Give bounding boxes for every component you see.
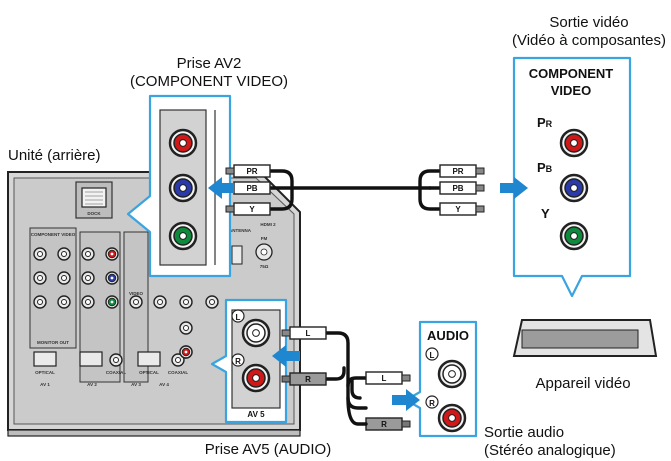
av5-r-marker: R [235,357,241,366]
hdmi-label: HDMI 2 [260,222,276,227]
audio-plugs: L R L R [281,326,411,431]
coaxial-label-2: COAXIAL [168,370,189,375]
av5-caption: AV 5 [247,410,265,419]
plug-r-left: R [305,375,311,384]
plug-pb-left: PB [246,184,257,193]
video-output-label-1: Sortie vidéo [549,14,628,31]
plug-l-right: L [382,374,387,383]
audio-output-label-2: (Stéréo analogique) [484,442,616,459]
fm-ohm-label: 75Ω [260,264,269,269]
pr-label: PR [537,115,553,130]
video-out-pb-jack[interactable] [559,173,589,203]
component-label: COMPONENT VIDEO [31,232,76,237]
plug-l-left: L [306,329,311,338]
rear-unit-label: Unité (arrière) [8,147,101,164]
signal-arrows [208,177,528,411]
av1-label: AV 1 [40,382,50,387]
audio-out-right-jack[interactable] [437,403,467,433]
dock-label: DOCK [87,211,101,216]
plug-r-right: R [381,420,387,429]
plug-pr-right: PR [452,167,463,176]
av2-jack-label-1: Prise AV2 [177,55,242,72]
plug-pr-left: PR [246,167,257,176]
stereo-audio-cable [324,331,368,410]
video-out-y-jack[interactable] [559,221,589,251]
av5-l-marker: L [236,313,241,322]
audio-output-callout: AUDIO L R [404,320,478,438]
coaxial-label-1: COAXIAL [106,370,127,375]
audio-output-label-1: Sortie audio [484,424,564,441]
video-out-pr-jack[interactable] [559,128,589,158]
component-video-cable [268,169,442,211]
arrow-to-audio-out [392,389,420,411]
audio-l-marker: L [430,351,435,360]
arrow-to-av2 [208,177,234,199]
monitor-out-label: MONITOR OUT [37,340,69,345]
av5-left-jack[interactable] [241,318,271,348]
av5-audio-callout: L R AV 5 [210,298,288,424]
pb-label: PB [537,160,553,175]
video-plugs-left: PR PB Y [225,164,271,216]
arrow-to-video-out [500,177,528,199]
video-panel-title-2: VIDEO [551,83,591,98]
plug-y-left: Y [249,205,255,214]
audio-panel-title: AUDIO [427,328,469,343]
plug-y-right: Y [455,205,461,214]
video-panel-title-1: COMPONENT [529,66,614,81]
fm-label: FM [261,236,268,241]
arrow-to-av5 [272,345,300,367]
av4-label: AV 4 [159,382,169,387]
video-device-label: Appareil vidéo [535,375,630,392]
y-label: Y [541,206,550,221]
video-plugs-right: PR PB Y [439,164,485,216]
av2-component-video-callout [126,94,232,278]
av2-label: AV 2 [87,382,97,387]
av5-right-jack[interactable] [241,363,271,393]
av2-y-jack[interactable] [168,221,198,251]
av5-jack-label: Prise AV5 (AUDIO) [205,441,331,458]
audio-r-marker: R [429,399,435,408]
antenna-label: ANTENNA [229,228,252,233]
optical-label-1: OPTICAL [35,370,55,375]
av2-pr-jack[interactable] [168,128,198,158]
video-label: VIDEO [129,291,144,296]
audio-out-left-jack[interactable] [437,359,467,389]
optical-label-2: OPTICAL [139,370,159,375]
video-output-callout: COMPONENT VIDEO PR PB Y [512,56,632,298]
av2-pb-jack[interactable] [168,173,198,203]
plug-pb-right: PB [452,184,463,193]
video-output-label-2: (Vidéo à composantes) [512,32,666,49]
av2-jack-label-2: (COMPONENT VIDEO) [130,73,288,90]
av3-label: AV 3 [131,382,141,387]
video-device-icon [512,319,658,357]
